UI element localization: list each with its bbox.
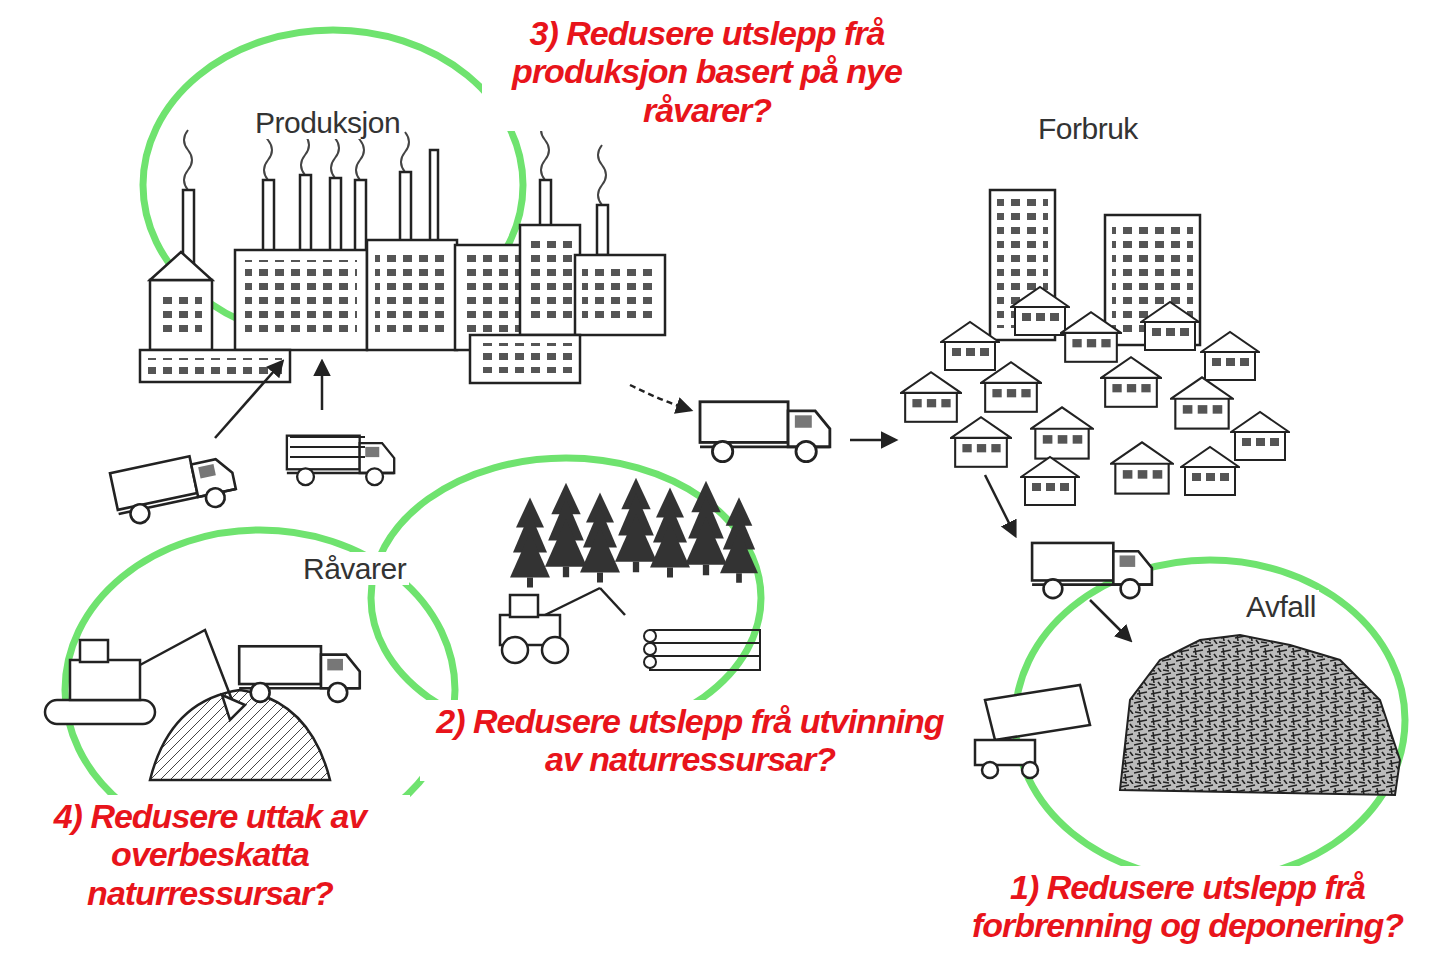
truck-icon — [700, 402, 830, 462]
rock-mound — [150, 690, 330, 780]
stage-label: Råvarer — [300, 552, 409, 585]
forest-group — [510, 478, 758, 588]
waste-pile — [1120, 635, 1400, 795]
factory-group — [140, 115, 665, 383]
excavator-icon — [45, 630, 245, 724]
raw-material-truck — [110, 436, 394, 528]
truck-icon — [1032, 543, 1152, 598]
question-callout: 1) Redusere utslepp frå forbrenning og d… — [925, 866, 1450, 947]
house-group — [901, 287, 1289, 505]
question-callout: 3) Redusere utslepp frå produksjon baser… — [482, 12, 932, 131]
stage-label: Avfall — [1243, 590, 1319, 623]
dump-truck-icon — [975, 685, 1090, 778]
stage-label: Forbruk — [1035, 112, 1141, 145]
flow-arrow — [215, 362, 1130, 640]
log-pile — [644, 630, 760, 670]
stage-label: Produksjon — [252, 106, 403, 139]
question-callout: 4) Redusere uttak av overbeskatta naturr… — [10, 795, 410, 914]
forwarder-icon — [500, 588, 625, 663]
truck-icon — [239, 646, 360, 702]
question-callout: 2) Redusere utslepp frå utvinning av nat… — [420, 700, 960, 781]
focus-circle — [65, 30, 1405, 880]
